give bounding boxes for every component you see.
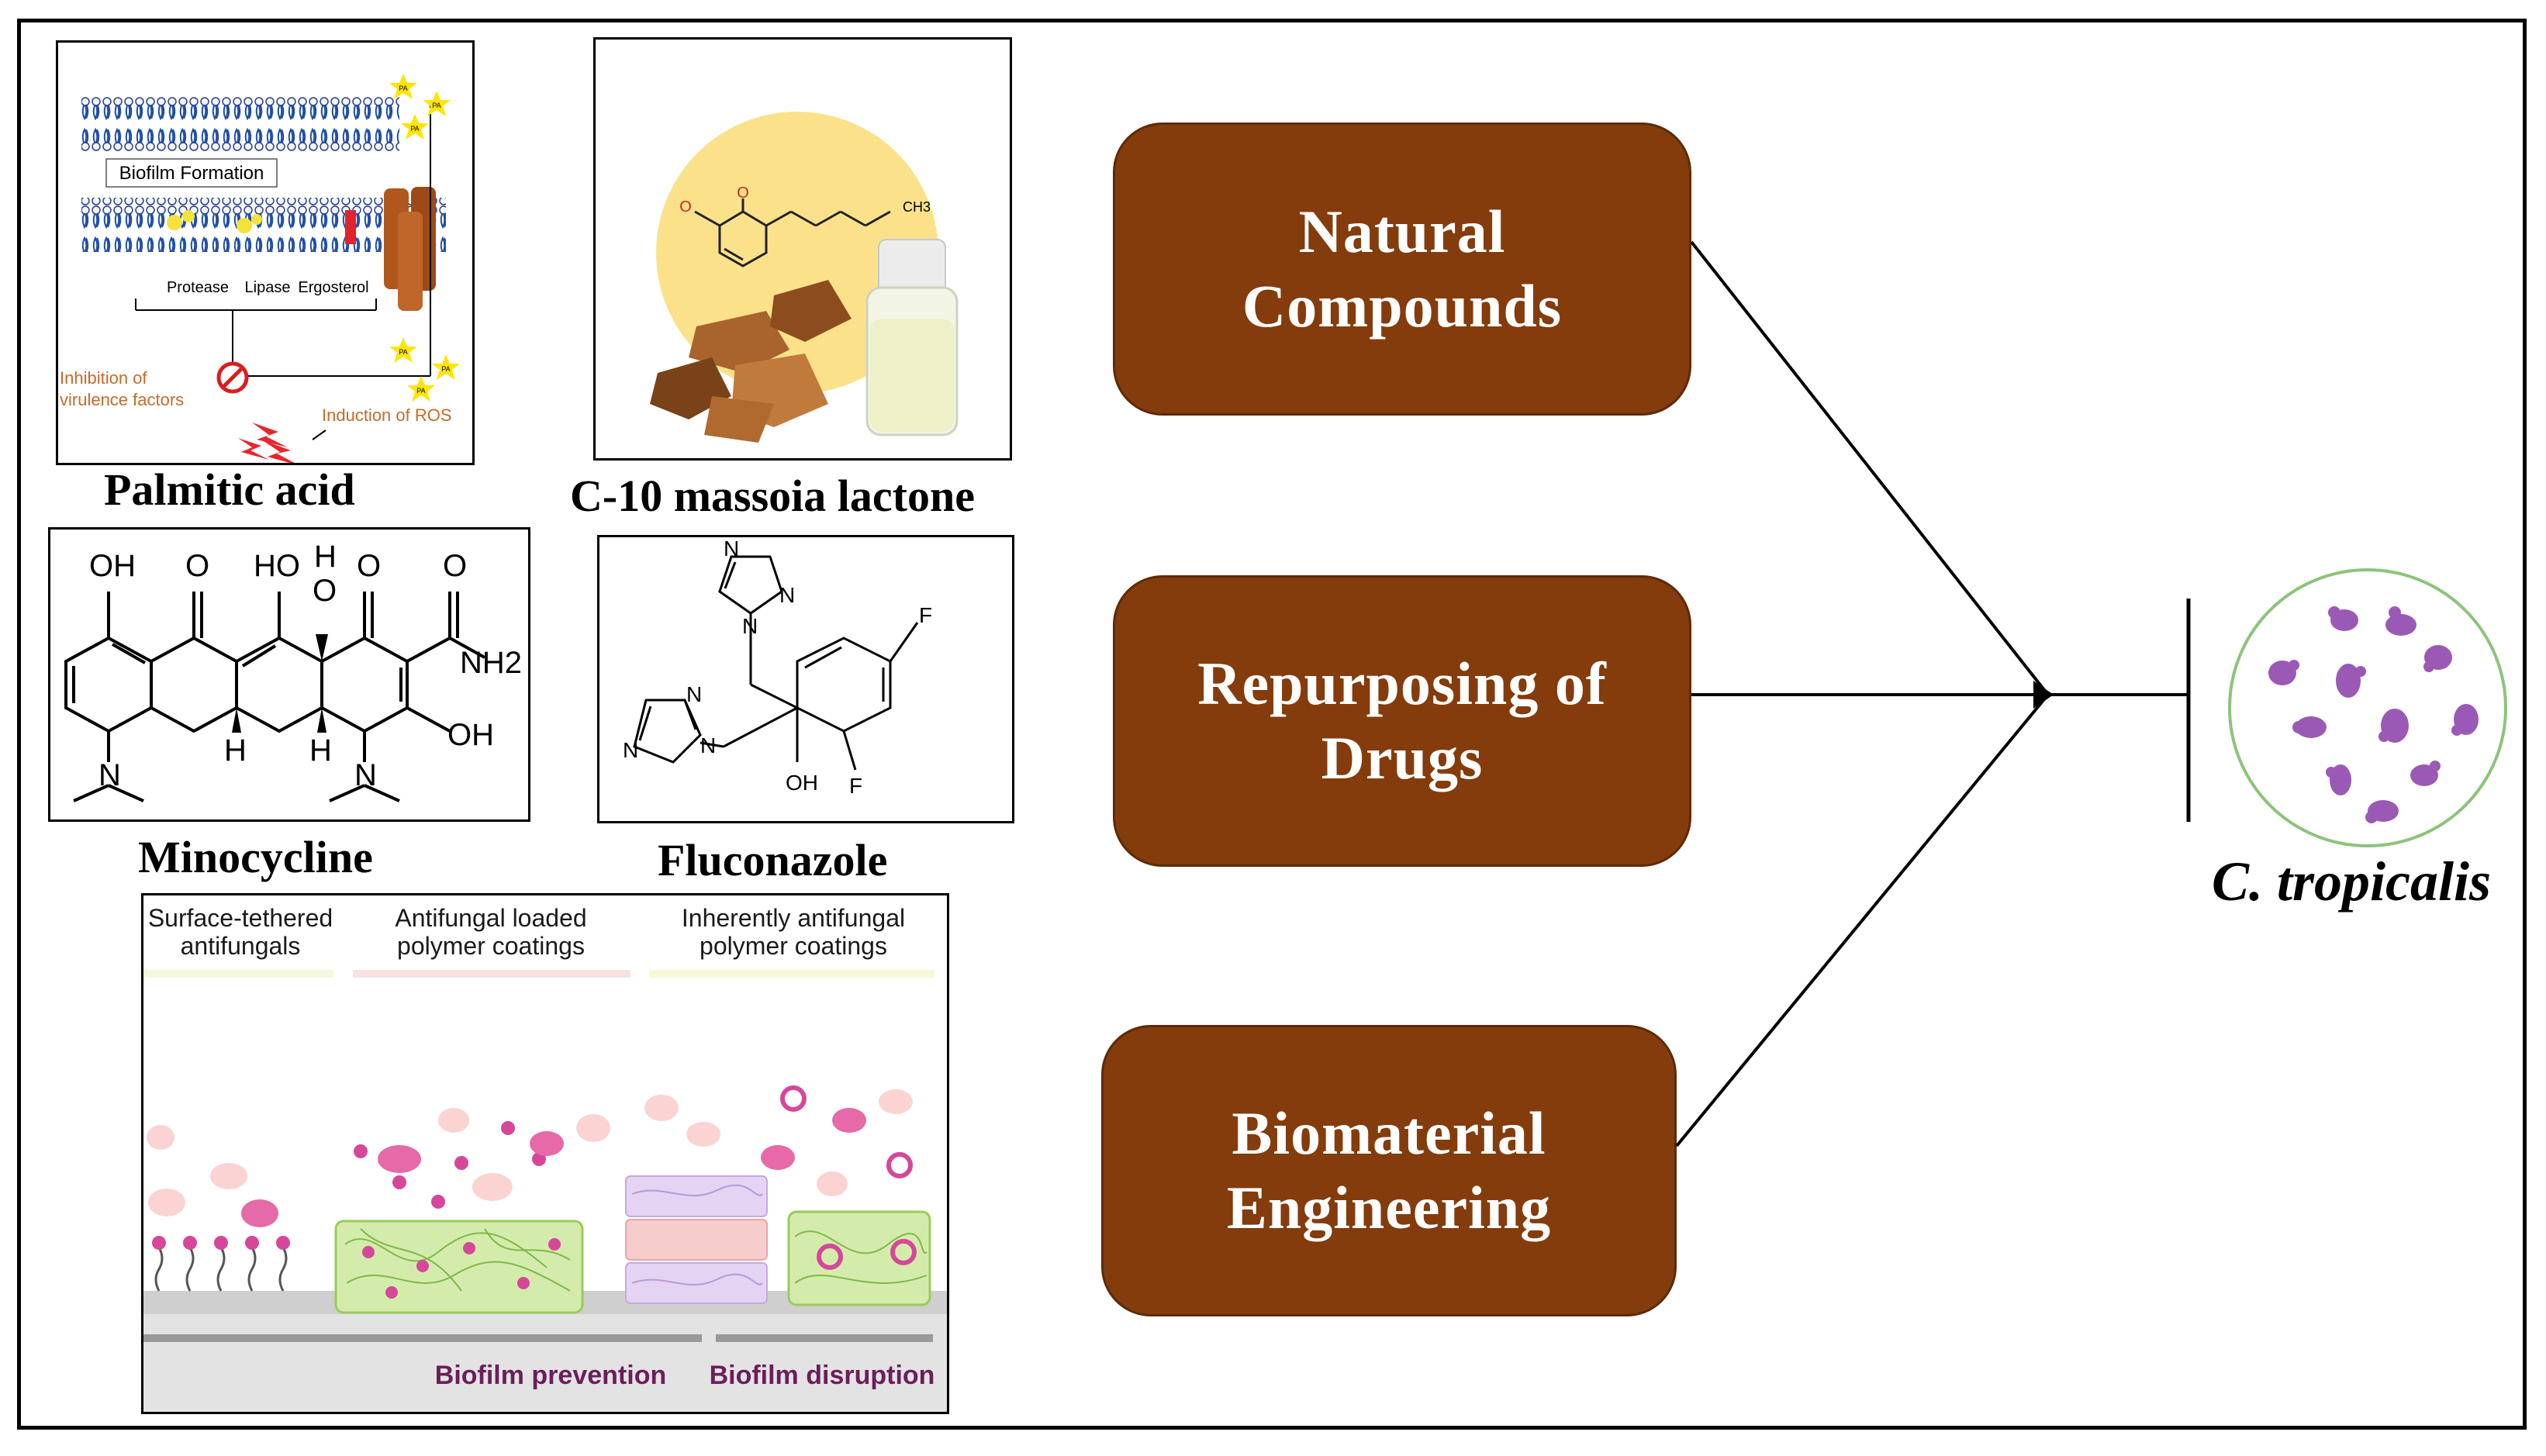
- ergosterol-label: Ergosterol: [298, 279, 368, 296]
- fluconazole-n-5: N: [623, 738, 638, 762]
- coating-header-2-line1: Antifungal loaded: [395, 904, 586, 932]
- minocycline-o-3: O: [357, 549, 381, 583]
- minocycline-ho: HO: [254, 549, 300, 583]
- palmitic-acid-panel: Biofilm Formation Protease Lipase Ergost…: [56, 40, 475, 465]
- lipase-label: Lipase: [245, 279, 291, 296]
- svg-text:PA: PA: [416, 387, 425, 395]
- inhibition-label-line2: virulence factors: [60, 390, 184, 409]
- minocycline-panel: OH O HO H O O O NH2 OH H H N N: [48, 527, 530, 822]
- minocycline-h-2: H: [309, 733, 332, 768]
- c-tropicalis-label: C. tropicalis: [2212, 850, 2492, 913]
- repurposing-drugs-label: Repurposing of Drugs: [1197, 650, 1607, 792]
- fluconazole-n-3: N: [742, 614, 758, 638]
- minocycline-n-2: N: [354, 758, 377, 792]
- coating-header-2-line2: polymer coatings: [397, 932, 585, 960]
- svg-text:O: O: [679, 198, 692, 216]
- protease-label: Protease: [167, 279, 229, 296]
- svg-text:O: O: [737, 185, 749, 202]
- svg-text:PA: PA: [399, 348, 407, 356]
- ch3-label: CH3: [903, 199, 931, 215]
- minocycline-oh-2: OH: [447, 718, 494, 752]
- minocycline-o-1: O: [185, 549, 209, 583]
- c-tropicalis-cell-icon: [2228, 568, 2507, 847]
- connector-natural: [1690, 240, 2049, 695]
- connector-biomaterial: [1675, 694, 2049, 1147]
- fluconazole-n-6: N: [700, 733, 716, 757]
- fluconazole-f-2: F: [849, 774, 862, 798]
- minocycline-oh-1: OH: [89, 549, 136, 583]
- minocycline-structure: OH O HO H O O O NH2 OH H H N N: [64, 540, 522, 802]
- minocycline-caption: Minocycline: [138, 832, 373, 882]
- repurposing-drugs-box: Repurposing of Drugs: [1113, 575, 1691, 867]
- figure-frame: [17, 19, 2527, 1430]
- biofilm-disruption-label: Biofilm disruption: [710, 1361, 935, 1390]
- fluconazole-oh: OH: [786, 771, 818, 795]
- inhibition-label-line1: Inhibition of: [60, 368, 147, 388]
- junction-arrow-icon: [2033, 681, 2054, 709]
- massoia-lactone-caption: C-10 massoia lactone: [570, 471, 975, 521]
- fluconazole-n-2: N: [779, 583, 795, 607]
- svg-text:PA: PA: [410, 125, 419, 133]
- biomaterial-engineering-box: Biomaterial Engineering: [1101, 1025, 1677, 1316]
- fluconazole-n-1: N: [724, 537, 739, 561]
- massoia-lactone-structure: [694, 198, 891, 267]
- minocycline-o-4: O: [443, 549, 467, 583]
- coating-header-1-line2: antifungals: [181, 932, 301, 960]
- minocycline-nh2: NH2: [460, 646, 522, 680]
- coating-header-1-line1: Surface-tethered: [148, 904, 333, 932]
- fluconazole-caption: Fluconazole: [658, 835, 888, 885]
- svg-text:PA: PA: [399, 85, 407, 92]
- palmitic-acid-mechanism-illustration: Biofilm Formation Protease Lipase Ergost…: [60, 74, 460, 463]
- massoia-lactone-illustration: O O CH3: [650, 112, 959, 443]
- tethered-antifungals-icon: [154, 1247, 288, 1292]
- fluconazole-f-1: F: [919, 603, 932, 627]
- biofilm-formation-label: Biofilm Formation: [119, 163, 264, 184]
- coating-header-3-line2: polymer coatings: [700, 932, 887, 960]
- massoia-lactone-panel: O O CH3: [593, 37, 1012, 461]
- palmitic-acid-caption: Palmitic acid: [104, 464, 355, 515]
- fluconazole-structure: N N N F N N N OH F: [623, 537, 932, 798]
- ros-lightning-icon: [238, 423, 295, 463]
- loaded-polymer-coating: [334, 1220, 584, 1314]
- minocycline-h-1: H: [224, 733, 247, 768]
- ros-label: Induction of ROS: [322, 405, 452, 425]
- natural-compounds-label: Natural Compounds: [1242, 198, 1563, 340]
- antifungal-ring-icons: [780, 1085, 917, 1270]
- inhibition-icon: [216, 361, 249, 394]
- oil-vial-icon: [865, 239, 959, 436]
- coating-header-3-line1: Inherently antifungal: [682, 904, 905, 932]
- massoia-bark-icon: [650, 280, 852, 443]
- minocycline-n-1: N: [98, 758, 121, 792]
- antifungal-coatings-illustration: Surface-tethered antifungals Antifungal …: [143, 904, 947, 1412]
- antifungal-coatings-panel: Surface-tethered antifungals Antifungal …: [141, 893, 949, 1414]
- svg-text:PA: PA: [432, 102, 440, 109]
- biofilm-prevention-label: Biofilm prevention: [435, 1361, 666, 1390]
- fluconazole-n-4: N: [686, 682, 702, 706]
- natural-compounds-box: Natural Compounds: [1113, 122, 1691, 416]
- biomaterial-engineering-label: Biomaterial Engineering: [1226, 1099, 1552, 1241]
- svg-text:PA: PA: [441, 365, 450, 373]
- fluconazole-panel: N N N F N N N OH F: [597, 535, 1014, 823]
- minocycline-o-2: O: [313, 574, 337, 608]
- minocycline-h-top: H: [314, 540, 337, 574]
- pa-star-icons: PA PA PA PA PA PA: [389, 74, 460, 402]
